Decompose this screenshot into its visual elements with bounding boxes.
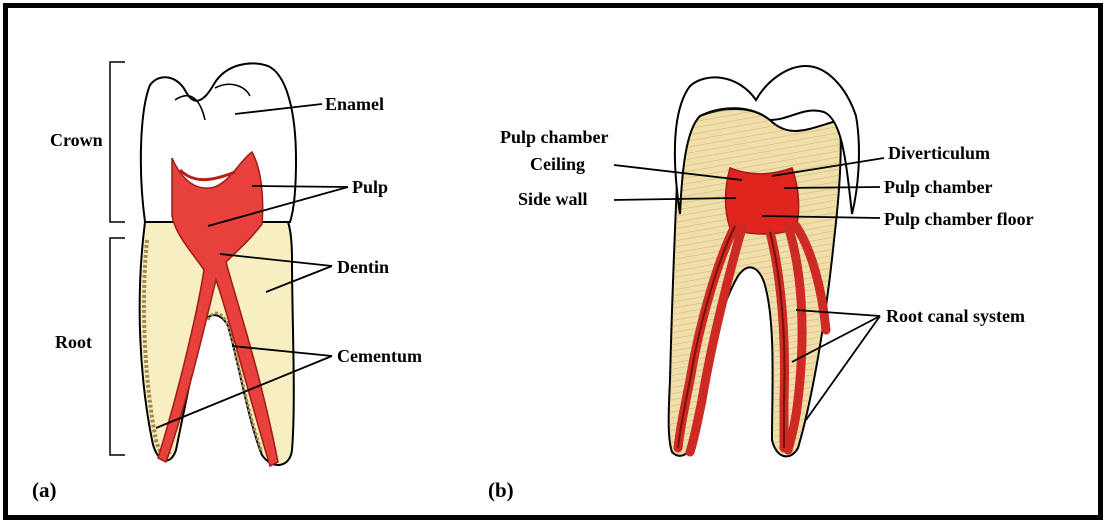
crown-label: Crown [50,130,103,150]
root-label: Root [55,332,92,352]
tooth-b [614,66,884,456]
tooth-a [110,62,348,466]
panel-a-tag: (a) [32,480,57,500]
dentin-label: Dentin [337,257,389,277]
panel-b-tag: (b) [488,480,514,500]
pulp-chamber-top-label: Pulp chamber [500,127,609,147]
pulp-label: Pulp [352,177,388,197]
pulp-chamber-floor-label: Pulp chamber floor [884,209,1034,229]
enamel-label: Enamel [325,94,384,114]
ceiling-label: Ceiling [530,154,585,174]
side-wall-label: Side wall [518,189,588,209]
diverticulum-label: Diverticulum [888,143,990,163]
pulp-chamber-label: Pulp chamber [884,177,993,197]
root-canal-system-label: Root canal system [886,306,1025,326]
root-bracket [110,238,125,455]
cementum-label: Cementum [337,346,422,366]
crown-bracket [110,62,125,222]
